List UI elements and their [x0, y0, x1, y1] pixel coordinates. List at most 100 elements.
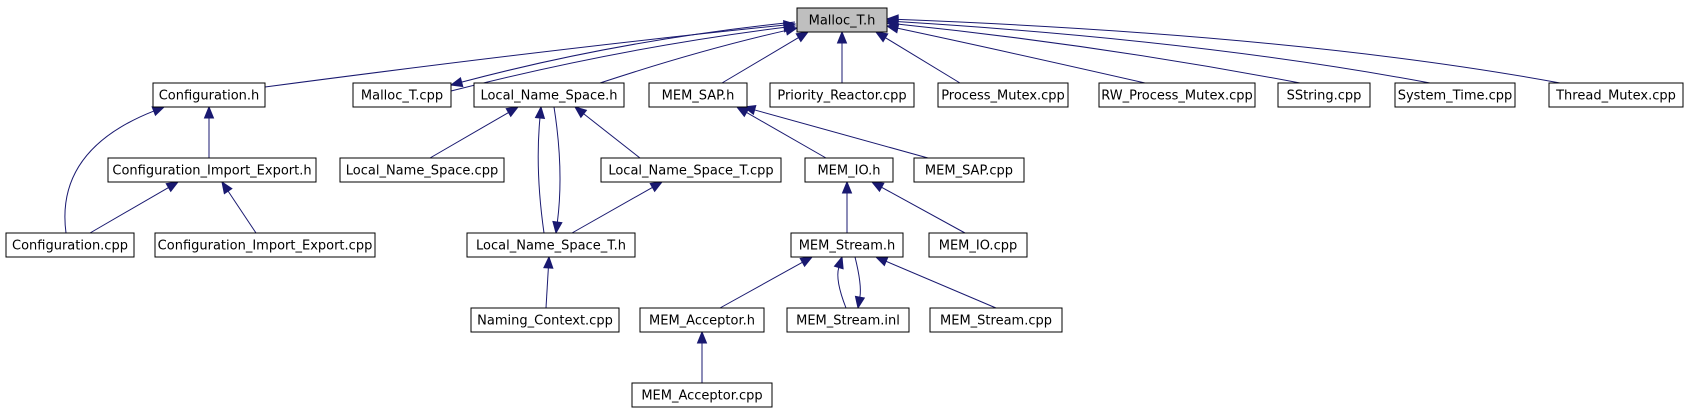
edge-line — [89, 187, 169, 234]
node-box — [107, 157, 317, 183]
file-node-process-mutex-cpp[interactable]: Process_Mutex.cpp — [937, 82, 1069, 108]
file-node-configuration-cpp[interactable]: Configuration.cpp — [5, 232, 135, 258]
node-label: MEM_Acceptor.cpp — [641, 389, 762, 404]
dependency-edge — [841, 180, 853, 233]
arrow-head-icon — [874, 31, 889, 43]
file-node-mem-io-h[interactable]: MEM_IO.h — [804, 157, 894, 183]
node-label: MEM_Stream.inl — [796, 314, 900, 329]
file-node-local-name-space-h[interactable]: Local_Name_Space.h — [473, 82, 625, 108]
arrow-head-icon — [505, 106, 520, 118]
file-node-configuration-h[interactable]: Configuration.h — [152, 82, 266, 108]
file-node-local-name-space-t-cpp[interactable]: Local_Name_Space_T.cpp — [600, 157, 782, 183]
dependency-edge — [89, 181, 180, 234]
dependency-edge — [742, 105, 929, 159]
dependency-edge — [264, 19, 797, 88]
arrow-head-icon — [552, 220, 563, 235]
edge-line — [881, 186, 966, 234]
file-node-mem-acceptor-h[interactable]: MEM_Acceptor.h — [639, 307, 765, 333]
edge-line — [64, 110, 154, 234]
arrow-head-icon — [696, 330, 708, 344]
edge-line — [553, 106, 561, 223]
node-label: MEM_Acceptor.h — [649, 314, 755, 329]
edge-line — [227, 190, 257, 234]
file-node-mem-stream-cpp[interactable]: MEM_Stream.cpp — [929, 307, 1063, 333]
node-label: Configuration.cpp — [12, 239, 128, 254]
file-node-configuration-import-export-cpp[interactable]: Configuration_Import_Export.cpp — [154, 232, 376, 258]
arrow-head-icon — [735, 106, 750, 118]
arrow-head-icon — [221, 180, 233, 195]
node-box — [1394, 82, 1516, 108]
node-box — [769, 82, 915, 108]
node-box — [154, 232, 376, 258]
dependency-edge — [534, 105, 546, 234]
node-label: MEM_Stream.h — [799, 239, 896, 254]
node-box — [152, 82, 266, 108]
edge-line — [897, 18, 1561, 84]
dependency-edge — [571, 181, 664, 234]
node-label: Configuration.h — [159, 89, 260, 104]
file-node-configuration-import-export-h[interactable]: Configuration_Import_Export.h — [107, 157, 317, 183]
edge-line — [264, 24, 785, 88]
node-box — [631, 382, 773, 408]
file-node-mem-io-cpp[interactable]: MEM_IO.cpp — [928, 232, 1028, 258]
file-node-thread-mutex-cpp[interactable]: Thread_Mutex.cpp — [1548, 82, 1684, 108]
file-node-priority-reactor-cpp[interactable]: Priority_Reactor.cpp — [769, 82, 915, 108]
node-box — [928, 232, 1028, 258]
node-box — [1277, 82, 1371, 108]
edge-line — [897, 21, 1431, 84]
node-box — [466, 232, 636, 258]
node-label: Local_Name_Space.h — [480, 89, 617, 104]
node-label: Thread_Mutex.cpp — [1555, 89, 1676, 104]
node-label: Local_Name_Space_T.h — [476, 239, 626, 254]
file-node-mem-stream-inl[interactable]: MEM_Stream.inl — [786, 307, 910, 333]
node-label: MEM_SAP.h — [662, 89, 735, 104]
arrow-head-icon — [203, 105, 215, 119]
edge-line — [571, 186, 653, 234]
dependency-edge — [885, 23, 1146, 84]
dependency-edge — [854, 256, 866, 310]
node-label: Configuration_Import_Export.cpp — [158, 239, 373, 254]
node-label: MEM_Stream.cpp — [940, 314, 1052, 329]
arrow-head-icon — [543, 255, 554, 269]
edge-line — [854, 256, 861, 298]
node-box — [600, 157, 782, 183]
file-node-system-time-cpp[interactable]: System_Time.cpp — [1394, 82, 1516, 108]
node-box — [804, 157, 894, 183]
dependency-edge — [203, 105, 215, 158]
node-label: MEM_IO.cpp — [939, 239, 1017, 254]
file-node-mem-stream-h[interactable]: MEM_Stream.h — [790, 232, 904, 258]
dependency-edge — [870, 181, 966, 234]
arrow-head-icon — [151, 106, 166, 117]
arrow-head-icon — [836, 30, 848, 44]
node-box — [937, 82, 1069, 108]
node-label: Local_Name_Space_T.cpp — [608, 164, 773, 179]
file-node-mem-sap-h[interactable]: MEM_SAP.h — [648, 82, 748, 108]
dependency-edge — [429, 106, 520, 159]
dependency-edge — [836, 30, 848, 83]
arrow-head-icon — [833, 255, 844, 270]
node-box — [339, 157, 505, 183]
node-label: Malloc_T.cpp — [361, 89, 443, 104]
edge-line — [537, 117, 545, 234]
file-node-local-name-space-cpp[interactable]: Local_Name_Space.cpp — [339, 157, 505, 183]
file-node-mem-acceptor-cpp[interactable]: MEM_Acceptor.cpp — [631, 382, 773, 408]
edge-layer — [64, 14, 1561, 383]
node-box — [5, 232, 135, 258]
file-node-naming-context-cpp[interactable]: Naming_Context.cpp — [470, 307, 620, 333]
dependency-edge — [449, 21, 796, 88]
file-node-malloc-t-h[interactable]: Malloc_T.h — [796, 7, 888, 33]
dependency-edge — [719, 256, 814, 309]
file-node-mem-sap-cpp[interactable]: MEM_SAP.cpp — [913, 157, 1025, 183]
file-node-local-name-space-t-h[interactable]: Local_Name_Space_T.h — [466, 232, 636, 258]
file-node-rw-process-mutex-cpp[interactable]: RW_Process_Mutex.cpp — [1098, 82, 1256, 108]
dependency-edge — [599, 25, 799, 84]
file-node-sstring-cpp[interactable]: SString.cpp — [1277, 82, 1371, 108]
arrow-head-icon — [874, 256, 889, 267]
file-node-malloc-t-cpp[interactable]: Malloc_T.cpp — [352, 82, 452, 108]
arrow-head-icon — [841, 180, 853, 194]
node-box — [1548, 82, 1684, 108]
arrow-head-icon — [854, 295, 866, 310]
edge-line — [837, 267, 847, 309]
